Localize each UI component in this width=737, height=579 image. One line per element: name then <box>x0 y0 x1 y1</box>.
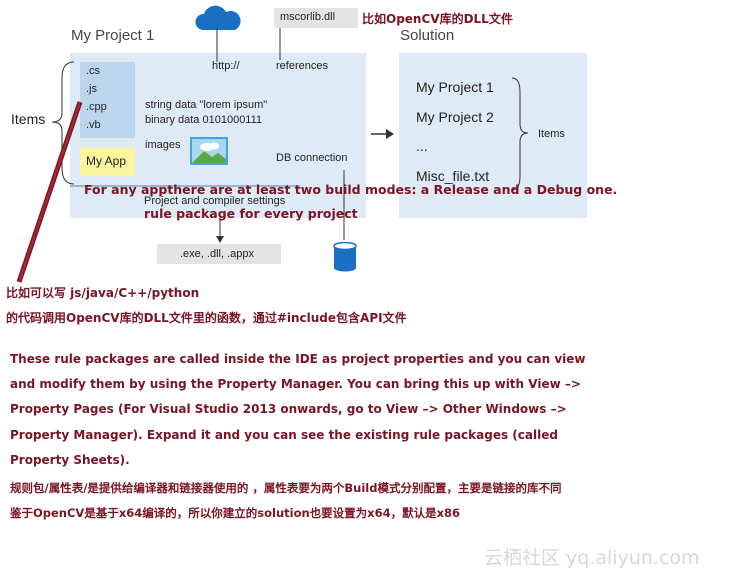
database-icon <box>333 242 357 272</box>
http-connector <box>216 28 218 62</box>
para-line-4: Property Manager). Expand it and you can… <box>10 428 558 442</box>
http-label: http:// <box>212 60 240 72</box>
my-app-label: My App <box>86 154 127 168</box>
para-line-5: Property Sheets). <box>10 453 130 467</box>
my-app-box <box>80 148 135 176</box>
para-line-1: These rule packages are called inside th… <box>10 352 586 366</box>
project-to-solution-arrow <box>371 129 394 139</box>
cloud-icon <box>195 5 241 30</box>
output-label: .exe, .dll, .appx <box>180 248 254 260</box>
string-data-label: string data "lorem ipsum" <box>145 99 268 111</box>
db-connection-label: DB connection <box>276 152 348 164</box>
solution-item-1: My Project 1 <box>416 79 494 95</box>
rule-package-note: rule package for every project <box>144 206 358 221</box>
solution-item-4: Misc_file.txt <box>416 168 490 184</box>
solution-item-3: ... <box>416 138 428 154</box>
mscorlib-box <box>274 8 358 28</box>
references-label: references <box>276 60 328 72</box>
left-items-label: Items <box>11 111 46 127</box>
binary-data-label: binary data 0101000111 <box>145 114 263 126</box>
lang-note-2: 的代码调用OpenCV库的DLL文件里的函数，通过#include包含API文件 <box>6 311 407 325</box>
file-type-cs: .cs <box>86 65 101 77</box>
settings-label: Project and compiler settings <box>144 195 286 207</box>
dll-note: 比如OpenCV库的DLL文件 <box>362 12 513 26</box>
db-connector <box>343 170 345 240</box>
cn-line-2: 鉴于OpenCV是基于x64编译的，所以你建立的solution也要设置为x64… <box>10 506 460 520</box>
solution-item-2: My Project 2 <box>416 109 494 125</box>
output-arrow <box>216 218 224 243</box>
solution-items-bracket <box>511 77 529 191</box>
solution-panel <box>399 53 587 218</box>
lang-note: 比如可以写 js/java/C++/python <box>6 286 200 300</box>
file-type-vb: .vb <box>86 119 101 131</box>
output-box <box>157 244 281 264</box>
solution-items-label: Items <box>538 128 565 140</box>
file-type-cpp: .cpp <box>86 101 107 113</box>
solution-title: Solution <box>400 27 455 44</box>
cn-line-1: 规则包/属性表/是提供给编译器和链接器使用的 ，属性表要为两个Build模式分别… <box>10 481 562 495</box>
left-items-bracket <box>51 61 75 185</box>
para-line-2: and modify them by using the Property Ma… <box>10 377 581 391</box>
watermark: 云栖社区 yq.aliyun.com <box>484 547 700 569</box>
images-label: images <box>145 139 181 151</box>
references-connector <box>279 28 281 60</box>
file-types-box <box>80 62 135 138</box>
file-type-js: .js <box>86 83 97 95</box>
image-icon <box>190 137 228 165</box>
project-title: My Project 1 <box>71 27 155 44</box>
annotation-line <box>16 101 300 283</box>
para-line-3: Property Pages (For Visual Studio 2013 o… <box>10 402 567 416</box>
mscorlib-label: mscorlib.dll <box>280 11 336 23</box>
build-modes-note: For any appthere are at least two build … <box>84 182 618 197</box>
